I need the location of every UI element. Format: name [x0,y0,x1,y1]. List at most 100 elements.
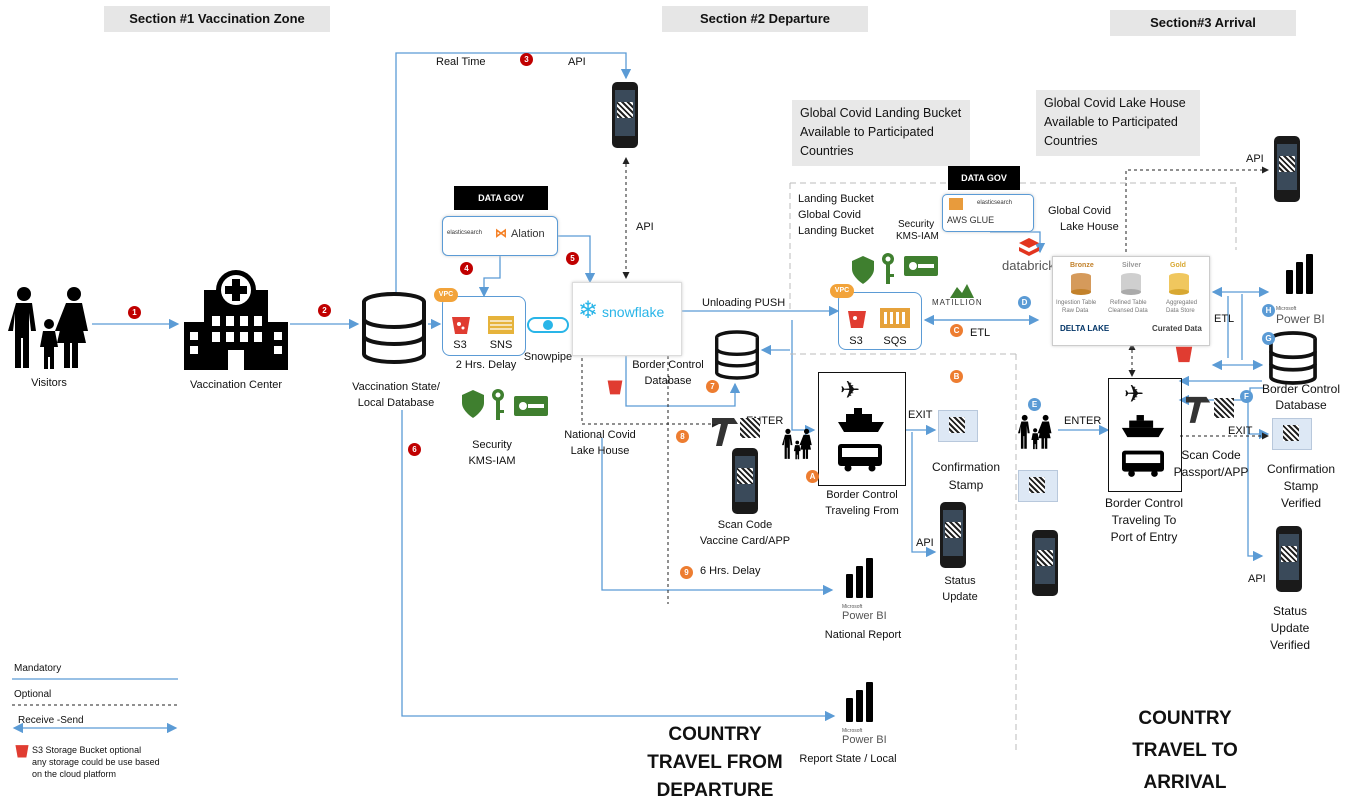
shield-icon [852,256,874,284]
power-bi-microsoft: Microsoft [1276,306,1297,312]
hospital-icon [184,270,288,370]
power-bi-microsoft: Microsoft [842,728,863,734]
national-lake-label-1: National Covid [564,429,636,441]
snowflake-icon: ❄ [578,297,599,324]
confirmation-dep-label-2: Stamp [948,478,984,492]
database-icon [1269,331,1317,385]
phone-qr-icon [732,448,758,514]
step-badge-h: H [1262,304,1275,317]
country-from-title-1: COUNTRY [668,724,762,745]
vpc-box-2 [838,292,922,350]
border-to-box [1108,378,1182,492]
delta-lake-label: DELTA LAKE [1060,324,1110,333]
data-catalog-box: elasticsearch ⋈ Alation [442,216,558,256]
note-lake-house: Global Covid Lake House Available to Par… [1036,90,1200,156]
legend-s3-note-2: any storage could be use based [32,757,160,767]
country-to-title-2: TRAVEL TO [1132,740,1238,761]
vpc-badge-1: VPC [434,288,458,302]
shield-icon [462,390,484,418]
confirmation-arr-label-2: Stamp [1283,479,1319,493]
etl-label-1: ETL [970,327,991,339]
legend-mandatory: Mandatory [14,663,62,674]
scan-passport-label-1: Scan Code [1181,448,1241,462]
ingestion-label-1: Ingestion Table [1056,300,1097,306]
step-badge-9: 9 [680,566,693,579]
curated-data-label: Curated Data [1152,324,1202,333]
power-bi-microsoft: Microsoft [842,604,863,610]
ship-icon [838,408,884,432]
elasticsearch-icon: elasticsearch [977,200,1013,206]
scan-vaccine-label-1: Scan Code [717,519,773,531]
security-1-label-1: Security [472,439,512,451]
airplane-icon: ✈ [840,377,861,404]
landing-bucket-label-1: Landing Bucket [798,193,874,205]
vaccination-db-label-2: Local Database [357,397,435,409]
sns-label: SNS [489,339,513,351]
landing-bucket-label-2: Global Covid [798,209,861,221]
border-db-dep-label-2: Database [644,375,692,387]
s3-label-2: S3 [849,335,863,347]
vpc-box-1 [442,296,526,356]
etl-label-2: ETL [1214,313,1235,325]
s3-bucket-icon [15,745,29,758]
step-badge-1: 1 [128,306,141,319]
gold-label: Gold [1170,262,1186,269]
step-badge-e: E [1028,398,1041,411]
status-update-label-1: Status [944,575,976,587]
global-lake-label-2: Lake House [1060,221,1119,233]
section-header-departure: Section #2 Departure [662,6,868,32]
s3-bucket-icon [607,380,623,395]
landing-bucket-label-3: Landing Bucket [798,225,874,237]
country-to-title-1: COUNTRY [1138,708,1232,729]
country-to-title-3: ARRIVAL [1143,772,1227,793]
step-badge-b: B [950,370,963,383]
visitors-label: Visitors [31,377,67,389]
border-from-label-1: Border Control [826,489,898,501]
phone-qr-icon [1274,136,1300,202]
vaccination-db-label-1: Vaccination State/ [352,381,440,393]
step-badge-2: 2 [318,304,331,317]
bronze-db-icon [1071,273,1091,295]
aws-glue-icon [949,198,963,210]
border-from-box [818,372,906,486]
exit-arr-label: EXIT [1228,425,1253,437]
enter-arr-label: ENTER [1064,415,1102,427]
alation-label: Alation [511,228,545,240]
power-bi-label: Power BI [842,734,887,746]
alation-icon: ⋈ [495,226,507,240]
border-db-arr-label-1: Border Control [1261,382,1341,396]
confirmation-arr-label-3: Verified [1280,496,1322,510]
bus-icon [838,444,882,472]
step-badge-c: C [950,324,963,337]
step-badge-3: 3 [520,53,533,66]
ingestion-label-2: Raw Data [1062,308,1089,314]
country-from-title-3: DEPARTURE [656,780,774,801]
delay-2hrs-label: 2 Hrs. Delay [455,359,517,371]
phone-qr-icon [1276,526,1302,592]
s3-label-1: S3 [453,339,467,351]
step-badge-d: D [1018,296,1031,309]
security-2-label-2: KMS-IAM [896,231,939,242]
delta-lake-panel [1052,256,1210,346]
gold-db-icon [1169,273,1189,295]
aggregated-label-2: Data Store [1166,308,1195,314]
refined-label-1: Refined Table [1110,300,1147,306]
snowflake-label: snowflake [602,304,665,320]
confirmation-arr-label-1: Confirmation [1266,462,1336,476]
silver-db-icon [1121,273,1141,295]
confirmation-stamp-icon [938,410,978,442]
status-update-label-2: Update [942,591,978,603]
visitors-icon [8,287,88,369]
snowpipe-label: Snowpipe [523,351,573,363]
note-landing-bucket: Global Covid Landing Bucket Available to… [792,100,970,166]
border-from-label-2: Traveling From [825,505,899,517]
data-gov-badge-2: DATA GOV [948,166,1020,190]
refined-label-2: Cleansed Data [1108,308,1148,314]
legend-receive-send: Receive -Send [18,715,84,726]
phone-qr-icon [940,502,966,568]
aggregated-label-1: Aggregated [1166,300,1198,306]
silver-label: Silver [1122,262,1142,269]
national-report-label: National Report [824,629,902,641]
confirmation-stamp-icon [1272,418,1312,450]
elasticsearch-icon: elasticsearch [447,230,483,236]
